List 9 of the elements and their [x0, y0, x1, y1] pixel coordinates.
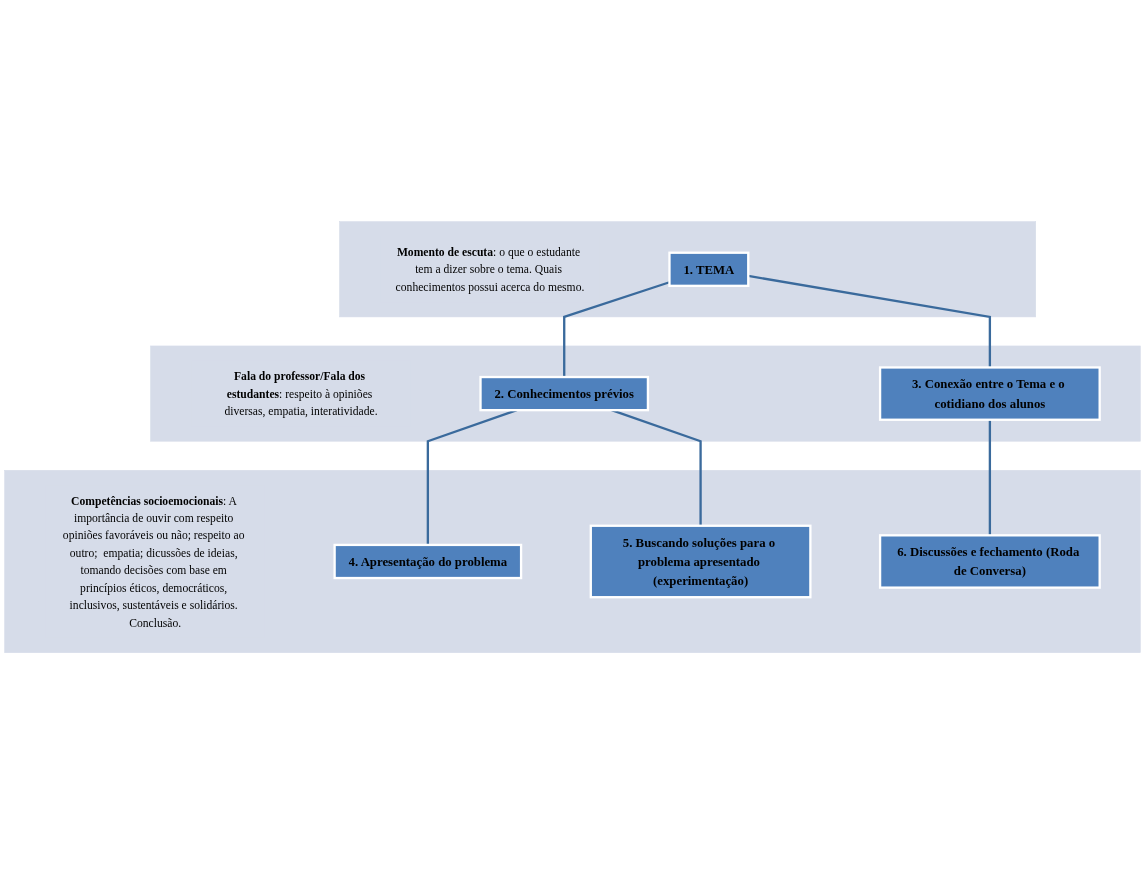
node-box: 6. Discussões e fechamento (Roda de Conversa) — [878, 534, 1101, 589]
node-box: 4. Apresentação do problema — [333, 543, 523, 579]
connector — [563, 280, 670, 377]
connector — [748, 274, 992, 368]
node-box: 1. TEMA — [668, 251, 750, 287]
node-box: 5. Buscando soluções para o problema apresentado (experimentação) — [589, 524, 812, 599]
node-box: 2. Conhecimentos prévios — [479, 375, 650, 412]
node-box: 3. Conexão entre o Tema e o cotidiano dos alunos — [878, 366, 1101, 421]
connector — [988, 419, 992, 536]
